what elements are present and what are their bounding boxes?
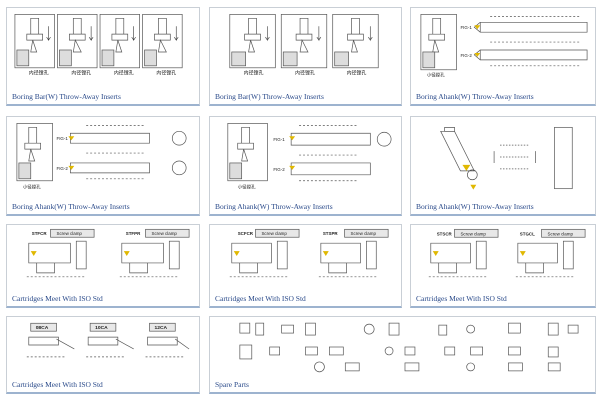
fig-label: FIG-2	[460, 53, 472, 58]
boring-bar-drawing: 内径镗孔 内径镗孔 内径镗孔	[229, 14, 379, 77]
boring-shank-drawing: 小径镗孔 FIG-1 FIG-2	[227, 123, 392, 191]
drawing-label: 小径镗孔	[238, 184, 256, 191]
clamp-type: Screw clamp	[261, 231, 287, 236]
cartridge-drawing: 08CA 10CA 12CA	[26, 322, 190, 358]
model-code: STGCL	[520, 231, 535, 236]
cartridge-drawing: STSCR Screw clamp STGCL Screw clamp	[428, 228, 586, 278]
card-caption[interactable]: Cartridges Meet With ISO Std	[12, 294, 103, 303]
card-caption[interactable]: Boring Bar(W) Throw-Away Inserts	[215, 92, 324, 101]
catalog-card-boring-shank-2[interactable]: 小径镗孔 FIG-1 FIG-2 Boring Ahank(W) Throw-A…	[6, 116, 200, 216]
model-code: 10CA	[95, 325, 108, 331]
card-caption[interactable]: Cartridges Meet With ISO Std	[215, 294, 306, 303]
catalog-card-boring-shank-3[interactable]: 小径镗孔 FIG-1 FIG-2 Boring Ahank(W) Throw-A…	[209, 116, 402, 216]
model-code: STSPR	[323, 231, 339, 236]
clamp-type: Screw clamp	[351, 231, 377, 236]
card-caption[interactable]: Cartridges Meet With ISO Std	[416, 294, 507, 303]
catalog-card-cartridges-3[interactable]: STSCR Screw clamp STGCL Screw clamp Cart…	[410, 224, 596, 308]
drawing-label: 内径镗孔	[295, 70, 315, 77]
fig-label: FIG-1	[56, 136, 68, 141]
boring-shank-drawing: 小径镗孔 FIG-1 FIG-2	[420, 14, 588, 79]
model-code: SCFCR	[238, 231, 254, 236]
boring-shank-drawing: 小径镗孔 FIG-1 FIG-2	[16, 123, 187, 191]
catalog-card-cartridges-1[interactable]: STFCR Screw clamp STFPR Screw clamp Cart…	[6, 224, 200, 308]
card-caption[interactable]: Boring Ahank(W) Throw-Away Inserts	[416, 202, 534, 211]
model-code: 08CA	[36, 325, 49, 331]
catalog-card-spare-parts[interactable]: Spare Parts	[209, 316, 596, 394]
catalog-card-boring-shank-4[interactable]: Boring Ahank(W) Throw-Away Inserts	[410, 116, 596, 216]
card-caption[interactable]: Boring Ahank(W) Throw-Away Inserts	[416, 92, 534, 101]
cartridge-drawing: STFCR Screw clamp STFPR Screw clamp	[26, 228, 190, 278]
model-code: STFCR	[32, 231, 48, 236]
card-caption[interactable]: Boring Ahank(W) Throw-Away Inserts	[215, 202, 333, 211]
clamp-type: Screw clamp	[460, 231, 486, 236]
cartridge-drawing: SCFCR Screw clamp STSPR Screw clamp	[229, 228, 389, 278]
drawing-label: 内径镗孔	[29, 70, 49, 77]
drawing-label: 内径镗孔	[244, 70, 264, 77]
drawing-label: 内径镗孔	[71, 70, 91, 77]
catalog-card-boring-shank-1[interactable]: 小径镗孔 FIG-1 FIG-2 Boring Ahank(W) Throw-A…	[410, 7, 596, 106]
catalog-card-cartridges-4[interactable]: 08CA 10CA 12CA Cartridges Meet With ISO …	[6, 316, 200, 394]
catalog-card-cartridges-2[interactable]: SCFCR Screw clamp STSPR Screw clamp Cart…	[209, 224, 402, 308]
model-code: STSCR	[437, 231, 453, 236]
model-code: 12CA	[154, 325, 167, 331]
fig-label: FIG-1	[460, 25, 472, 30]
spare-parts-drawing	[239, 322, 579, 373]
model-code: STFPR	[126, 231, 141, 236]
clamp-type: Screw clamp	[151, 231, 177, 236]
catalog-card-boring-bar-1[interactable]: 内径镗孔 内径镗孔 内径镗孔 内径镗孔 Boring Bar(W) Throw-…	[6, 7, 200, 106]
card-caption[interactable]: Cartridges Meet With ISO Std	[12, 380, 103, 389]
fig-label: FIG-2	[56, 166, 68, 171]
boring-bar-drawing: 内径镗孔 内径镗孔 内径镗孔 内径镗孔	[14, 14, 183, 77]
card-caption[interactable]: Spare Parts	[215, 380, 249, 389]
drawing-label: 内径镗孔	[156, 70, 176, 77]
drawing-label: 内径镗孔	[347, 70, 367, 77]
drawing-label: 小径镗孔	[23, 184, 41, 191]
card-caption[interactable]: Boring Ahank(W) Throw-Away Inserts	[12, 202, 130, 211]
boring-shank-drawing	[440, 126, 573, 190]
drawing-label: 内径镗孔	[114, 70, 134, 77]
fig-label: FIG-1	[273, 137, 285, 142]
catalog-card-boring-bar-2[interactable]: 内径镗孔 内径镗孔 内径镗孔 Boring Bar(W) Throw-Away …	[209, 7, 402, 106]
clamp-type: Screw clamp	[56, 231, 82, 236]
drawing-label: 小径镗孔	[427, 72, 445, 79]
fig-label: FIG-2	[273, 167, 285, 172]
clamp-type: Screw clamp	[548, 231, 574, 236]
card-caption[interactable]: Boring Bar(W) Throw-Away Inserts	[12, 92, 121, 101]
